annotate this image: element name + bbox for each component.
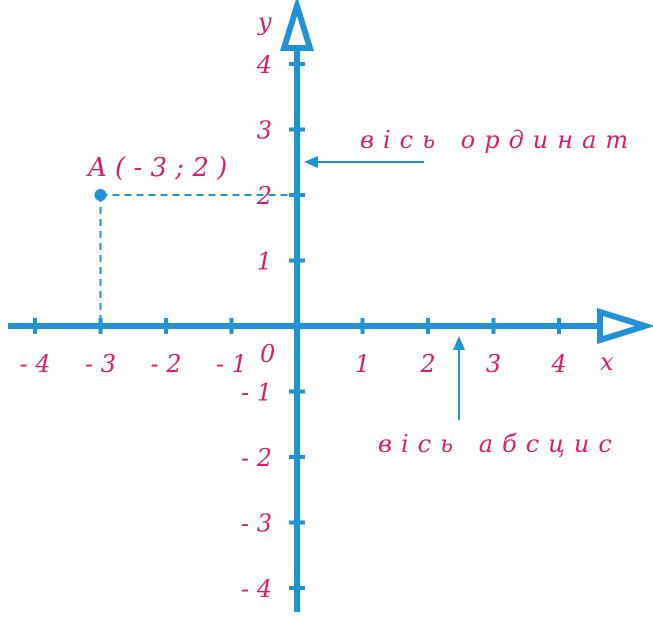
y-axis-arrowhead bbox=[279, 0, 315, 51]
y-tick-label: - 1 bbox=[241, 379, 272, 407]
x-axis-arrowhead bbox=[597, 307, 653, 345]
y-axis-name: y bbox=[257, 8, 272, 36]
abscissa-pointer-arrowhead bbox=[453, 336, 465, 350]
abscissa-annotation: вісь абсцис bbox=[378, 336, 621, 458]
origin-label: 0 bbox=[260, 340, 275, 368]
x-axis-ticks: - 4 - 3 - 2 - 1 1 2 3 4 bbox=[19, 318, 567, 378]
x-tick-label: - 1 bbox=[216, 350, 247, 378]
y-tick-label: 1 bbox=[257, 248, 272, 276]
ordinate-pointer-arrowhead bbox=[304, 156, 318, 168]
x-tick-label: 4 bbox=[550, 350, 566, 378]
x-tick-label: 2 bbox=[419, 350, 435, 378]
ordinate-axis-caption: вісь ординат bbox=[360, 126, 637, 154]
abscissa-axis-caption: вісь абсцис bbox=[378, 430, 621, 458]
x-tick-label: - 2 bbox=[150, 350, 181, 378]
ordinate-annotation: вісь ординат bbox=[304, 126, 637, 168]
point-a-group: A ( - 3 ; 2 ) bbox=[86, 153, 297, 326]
x-axis-name: x bbox=[600, 348, 614, 376]
y-tick-label: - 4 bbox=[241, 575, 272, 603]
y-tick-label: - 2 bbox=[241, 444, 272, 472]
y-tick-label: 2 bbox=[256, 182, 272, 210]
point-a-label: A ( - 3 ; 2 ) bbox=[86, 153, 227, 183]
x-tick-label: 3 bbox=[486, 350, 501, 378]
x-tick-label: - 3 bbox=[85, 350, 116, 378]
y-axis-ticks: 4 3 2 1 - 1 - 2 - 3 - 4 bbox=[241, 51, 305, 603]
y-tick-label: 4 bbox=[256, 51, 272, 79]
y-tick-label: - 3 bbox=[241, 510, 272, 538]
x-tick-label: - 4 bbox=[19, 350, 50, 378]
x-tick-label: 1 bbox=[355, 350, 370, 378]
origin-dot bbox=[292, 321, 302, 331]
point-a-marker bbox=[94, 189, 107, 201]
y-tick-label: 3 bbox=[257, 117, 272, 145]
